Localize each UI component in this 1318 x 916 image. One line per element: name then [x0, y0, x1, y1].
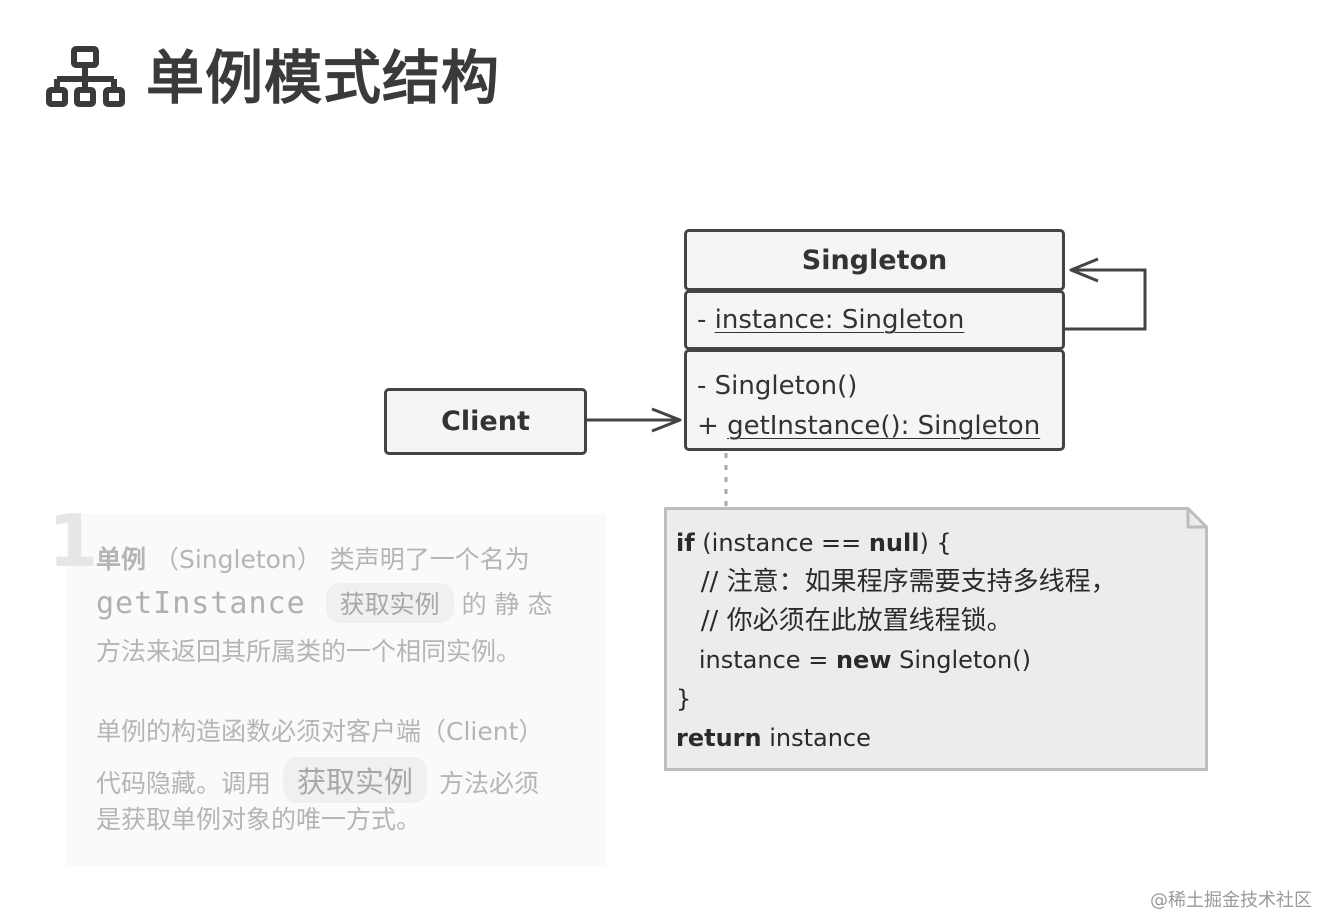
self-association-arrowhead — [1069, 257, 1099, 283]
code-note — [664, 507, 1208, 771]
code-keyword: null — [868, 529, 920, 557]
desc-text: （Singleton） 类声明了一个名为 — [153, 545, 530, 574]
code-line-2: // 注意：如果程序需要支持多线程， — [676, 567, 1117, 597]
code-token: instance = — [676, 646, 836, 674]
desc-line-1: 单例 （Singleton） 类声明了一个名为 — [96, 540, 530, 576]
code-line-6: return instance — [676, 719, 1196, 758]
singleton-getinstance: + getInstance(): Singleton — [697, 406, 1062, 446]
description-panel — [66, 514, 606, 866]
code-token: instance — [761, 724, 871, 752]
field-visibility: - — [697, 305, 715, 335]
code-keyword: return — [676, 724, 762, 752]
client-dependency-arrowhead — [651, 407, 682, 433]
desc-line-2: getInstance 获取实例 的 静 态 — [96, 583, 553, 623]
watermark: @稀土掘金技术社区 — [1150, 890, 1312, 911]
singleton-class-name: Singleton — [684, 229, 1065, 291]
singleton-constructor: - Singleton() — [697, 371, 858, 401]
client-class: Client — [384, 388, 587, 455]
desc-line-6: 是获取单例对象的唯一方式。 — [96, 805, 422, 834]
method-visibility: + — [697, 411, 728, 441]
field-text: instance: Singleton — [714, 305, 965, 335]
code-token: (instance == — [694, 529, 869, 557]
code-keyword: if — [676, 529, 695, 557]
code-token: ) { — [919, 529, 952, 557]
self-association-line — [1065, 268, 1147, 331]
desc-pill: 获取实例 — [282, 757, 427, 803]
desc-code: getInstance — [96, 586, 306, 621]
code-line-3: // 你必须在此放置线程锁。 — [676, 606, 1013, 636]
desc-line-3: 方法来返回其所属类的一个相同实例。 — [96, 637, 522, 666]
code-keyword: new — [835, 646, 892, 674]
method-text: getInstance(): Singleton — [727, 411, 1041, 441]
code-text: if (instance == null) { // 注意：如果程序需要支持多线… — [676, 524, 1196, 758]
step-number: 1 — [48, 499, 99, 583]
desc-text: 的 静 态 — [461, 590, 553, 619]
hierarchy-icon — [46, 46, 125, 107]
code-line-1: if (instance == null) { — [676, 524, 1196, 563]
page-title: 单例模式结构 — [146, 44, 501, 112]
desc-term: 单例 — [96, 545, 147, 574]
singleton-field: - instance: Singleton — [684, 290, 1065, 350]
desc-text: 方法必须 — [438, 769, 539, 798]
code-line-5: } — [676, 685, 692, 713]
desc-pill: 获取实例 — [325, 583, 454, 623]
desc-line-5: 代码隐藏。调用 获取实例 方法必须 — [96, 757, 539, 803]
code-line-4: instance = new Singleton() — [676, 641, 1196, 680]
desc-line-4: 单例的构造函数必须对客户端（Client） — [96, 717, 544, 746]
desc-text: 代码隐藏。调用 — [96, 769, 272, 798]
code-token: Singleton() — [891, 646, 1031, 674]
singleton-methods: - Singleton() + getInstance(): Singleton — [684, 349, 1065, 451]
